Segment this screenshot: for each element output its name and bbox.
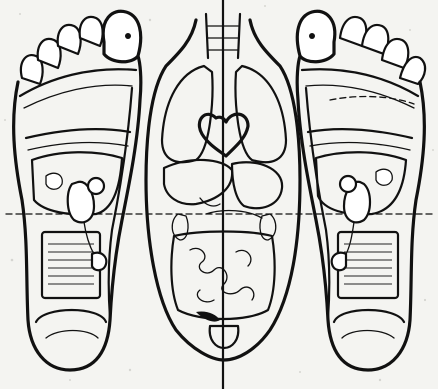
right-foot-adrenal <box>340 176 356 192</box>
right-foot-diaphragm-band-2 <box>310 143 410 150</box>
left-foot-big-toe <box>103 11 140 62</box>
left-foot-bladder <box>92 253 106 271</box>
right-foot-diaphragm-dashed <box>330 97 414 104</box>
stomach <box>232 162 282 208</box>
left-foot-adrenal <box>88 178 104 194</box>
left-foot-diaphragm-band <box>26 129 130 138</box>
right-foot-intestine-hatching <box>344 244 392 284</box>
right-foot-heel-inner <box>342 331 394 339</box>
right-foot <box>297 11 425 370</box>
left-foot-intestine-hatching <box>48 244 94 284</box>
left-foot-heel-inner <box>46 331 98 339</box>
left-foot-big-toe-mark <box>125 33 131 39</box>
right-foot-bladder <box>332 253 346 271</box>
right-foot-big-toe <box>297 11 334 62</box>
left-foot-diaphragm-band-2 <box>28 143 128 150</box>
right-foot-heel-zone <box>334 310 404 322</box>
left-foot-heel-zone <box>36 310 106 322</box>
left-foot-toe-2 <box>80 17 103 46</box>
right-foot-diaphragm-band <box>308 129 412 138</box>
left-foot-ball-line-inner <box>24 85 132 108</box>
left-foot-stomach-zone <box>46 173 62 189</box>
right-foot-spleen-zone <box>376 169 392 185</box>
pancreas <box>206 211 262 218</box>
right-foot-big-toe-mark <box>309 33 315 39</box>
left-foot <box>14 11 141 370</box>
